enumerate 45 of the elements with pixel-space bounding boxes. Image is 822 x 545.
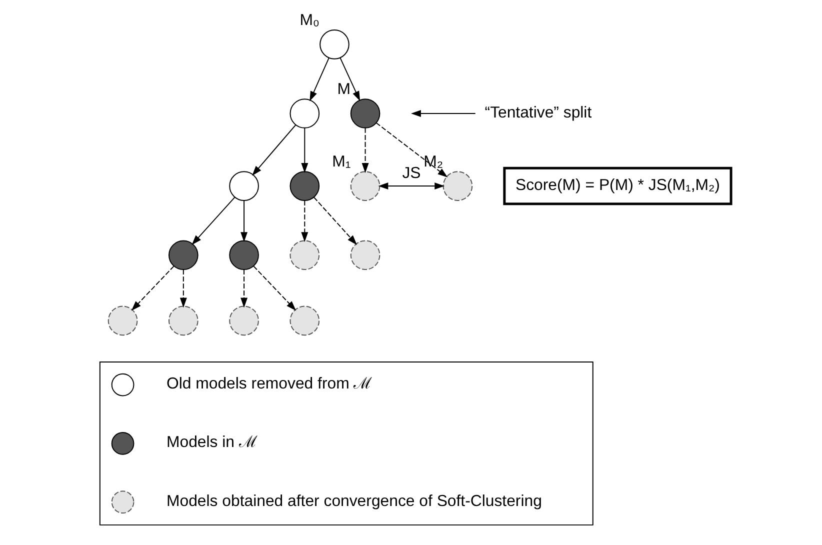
node-circle (228, 240, 258, 270)
legend-label: Models obtained after convergence of Soft-Clustering (166, 492, 542, 510)
node-circle (289, 98, 320, 128)
node-circle (110, 432, 134, 455)
node-label: M₂ (423, 153, 443, 170)
node-circle (289, 240, 320, 270)
node-circle (350, 171, 380, 201)
node-label: M₁ (332, 153, 350, 170)
node-label: M (336, 80, 350, 98)
arrow (191, 196, 235, 245)
arrow (361, 128, 368, 173)
node-text: “Tentative” split (484, 104, 592, 122)
arrow (378, 182, 444, 190)
node-circle (289, 171, 320, 201)
arrow (300, 200, 308, 242)
arrow (130, 266, 174, 311)
arrow (312, 196, 356, 245)
arrow (240, 269, 248, 308)
legend-label: Old models removed from ℳ (166, 376, 372, 393)
node-circle (319, 30, 349, 60)
arrow (252, 124, 296, 176)
node-label: M₀ (299, 12, 320, 29)
arrow (252, 266, 296, 311)
node-circle (442, 171, 472, 201)
arrow (179, 269, 186, 308)
edge-label: JS (402, 164, 420, 182)
arrow (309, 58, 329, 102)
legend-label: Models in ℳ (166, 434, 256, 452)
node-circle (289, 306, 320, 336)
arrow (375, 122, 448, 178)
arrow (240, 200, 248, 242)
cluster (98, 361, 593, 526)
node-box: Score(M) = P(M) * JS(M₁,M₂) (502, 166, 732, 206)
node-circle (110, 373, 134, 396)
node-circle (168, 306, 198, 336)
node-circle (107, 306, 138, 336)
node-circle (110, 490, 134, 514)
node-circle (228, 171, 258, 201)
arrow (300, 128, 308, 173)
node-circle (350, 240, 380, 270)
arrow (410, 110, 476, 117)
node-circle (350, 98, 380, 128)
node-circle (228, 306, 258, 336)
node-circle (168, 240, 198, 270)
arrow (339, 57, 360, 102)
